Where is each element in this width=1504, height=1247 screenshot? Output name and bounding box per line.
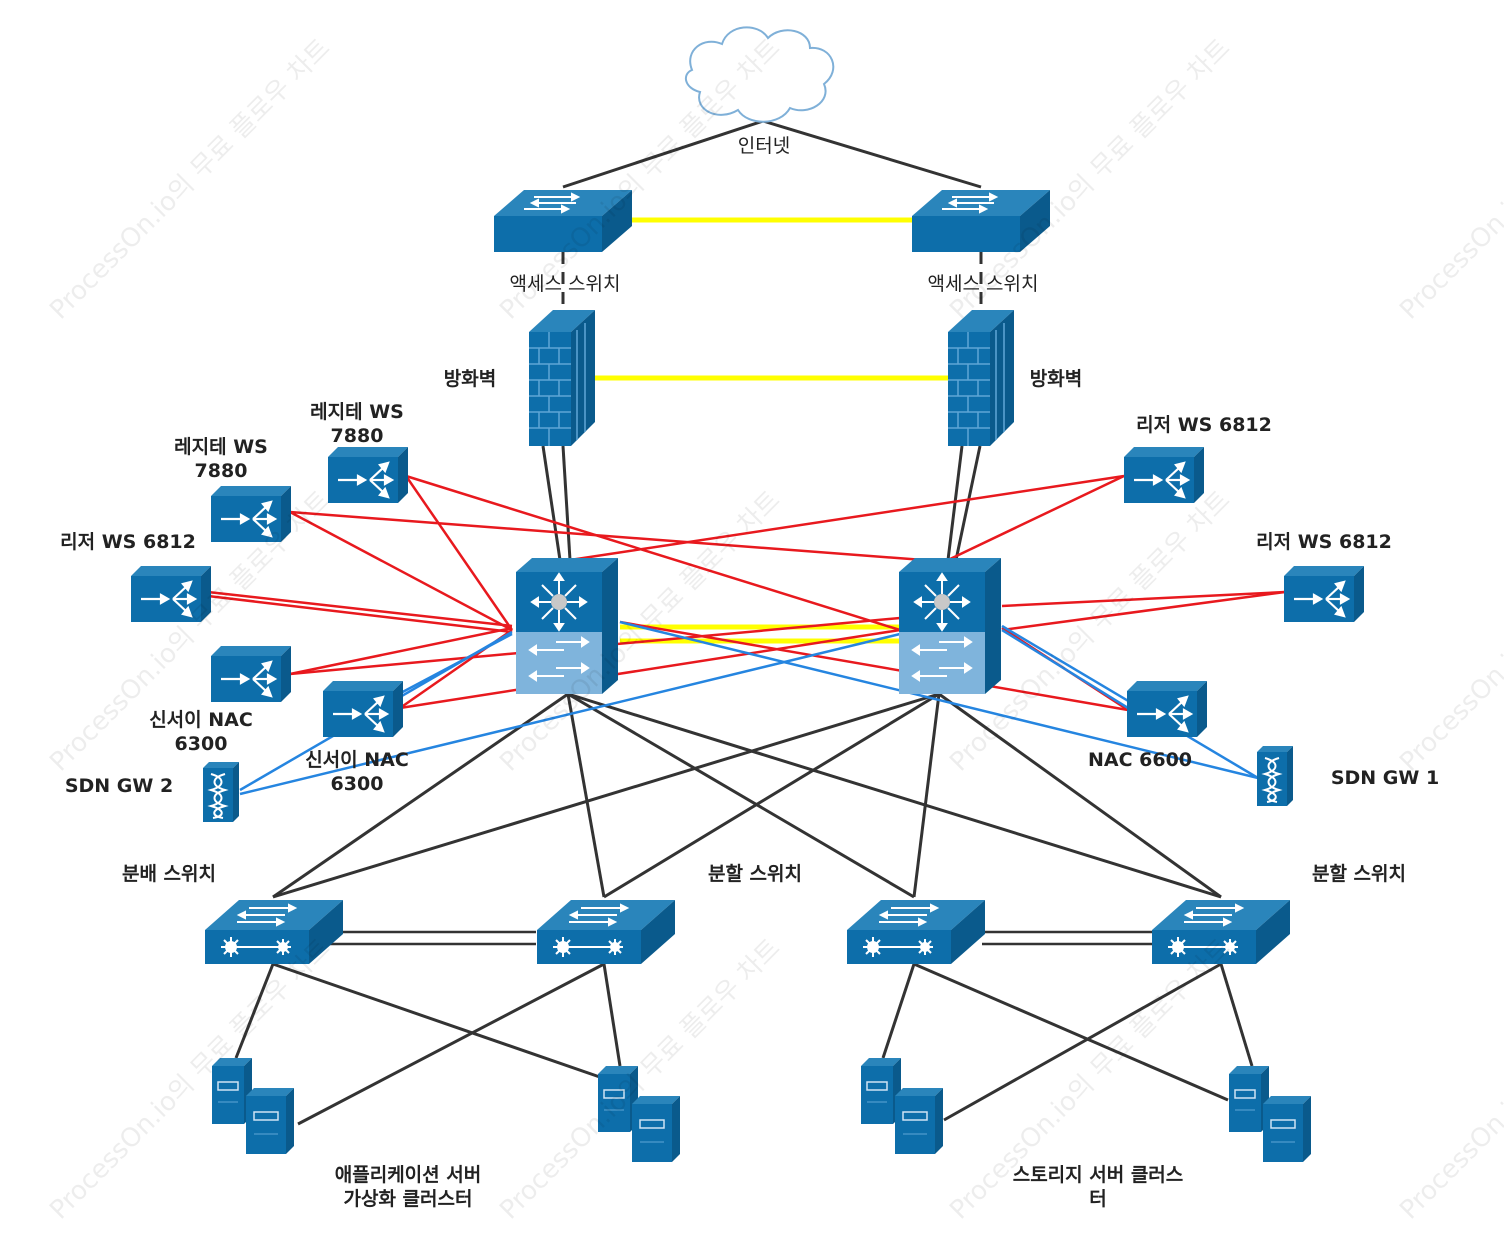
server-pair-2-icon bbox=[597, 1065, 681, 1163]
dist-switch-2-icon bbox=[536, 899, 676, 965]
app-cluster-label: 애플리케이션 서버 가상화 클러스터 bbox=[334, 1164, 482, 1210]
server-pair-1-icon bbox=[211, 1057, 295, 1155]
storage-cluster-label: 스토리지 서버 클러스터 bbox=[1012, 1164, 1184, 1210]
firewall-left-label: 방화벽 bbox=[443, 368, 497, 390]
core-switch-left-icon bbox=[515, 557, 619, 695]
sinseoi-nac-b-icon bbox=[321, 679, 405, 739]
access-switch-right-label: 액세스 스위치 bbox=[927, 273, 1039, 295]
sdn-gw2-icon bbox=[202, 761, 240, 823]
links-yellow bbox=[594, 217, 948, 644]
legite-ws-a-label: 레지테 WS 7880 bbox=[174, 436, 268, 482]
dist-switch-1-icon bbox=[204, 899, 344, 965]
nac-6600-icon bbox=[1125, 679, 1209, 739]
nac-6600-label: NAC 6600 bbox=[1087, 749, 1193, 771]
core-switch-right-icon bbox=[898, 557, 1002, 695]
internet-label: 인터넷 bbox=[737, 135, 791, 157]
links-black bbox=[234, 119, 1254, 1126]
riser-ws-right-top-icon bbox=[1122, 445, 1206, 505]
dist-switch-4-icon bbox=[1151, 899, 1291, 965]
access-switch-left-label: 액세스 스위치 bbox=[509, 273, 621, 295]
sdn-gw2-label: SDN GW 2 bbox=[64, 775, 174, 797]
riser-ws-left-icon bbox=[129, 564, 213, 624]
sinseoi-nac-b-label: 신서이 NAC 6300 bbox=[305, 749, 409, 795]
riser-ws-left-label: 리저 WS 6812 bbox=[60, 531, 196, 553]
sinseoi-nac-a-label: 신서이 NAC 6300 bbox=[149, 709, 253, 755]
server-pair-3-icon bbox=[860, 1057, 944, 1155]
firewall-left-icon bbox=[528, 309, 596, 447]
server-pair-4-icon bbox=[1228, 1065, 1312, 1163]
sdn-gw1-label: SDN GW 1 bbox=[1330, 767, 1440, 789]
legite-ws-a-icon bbox=[209, 484, 293, 544]
legite-ws-b-icon bbox=[326, 445, 410, 505]
dist-switch-label: 분배 스위치 bbox=[121, 863, 216, 885]
internet-cloud-icon bbox=[684, 26, 835, 123]
legite-ws-b-label: 레지테 WS 7880 bbox=[310, 401, 404, 447]
ws-unlabeled-icon bbox=[209, 644, 293, 704]
access-switch-left-icon bbox=[493, 189, 633, 253]
sdn-gw1-icon bbox=[1256, 745, 1294, 807]
split-switch-b-label: 분할 스위치 bbox=[1311, 863, 1406, 885]
riser-ws-right-mid-icon bbox=[1282, 564, 1366, 624]
split-switch-a-label: 분할 스위치 bbox=[707, 863, 802, 885]
dist-switch-3-icon bbox=[846, 899, 986, 965]
links-red bbox=[207, 474, 1286, 712]
firewall-right-label: 방화벽 bbox=[1029, 368, 1083, 390]
riser-ws-right-mid-label: 리저 WS 6812 bbox=[1256, 531, 1392, 553]
firewall-right-icon bbox=[947, 309, 1015, 447]
riser-ws-right-top-label: 리저 WS 6812 bbox=[1136, 414, 1272, 436]
access-switch-right-icon bbox=[911, 189, 1051, 253]
